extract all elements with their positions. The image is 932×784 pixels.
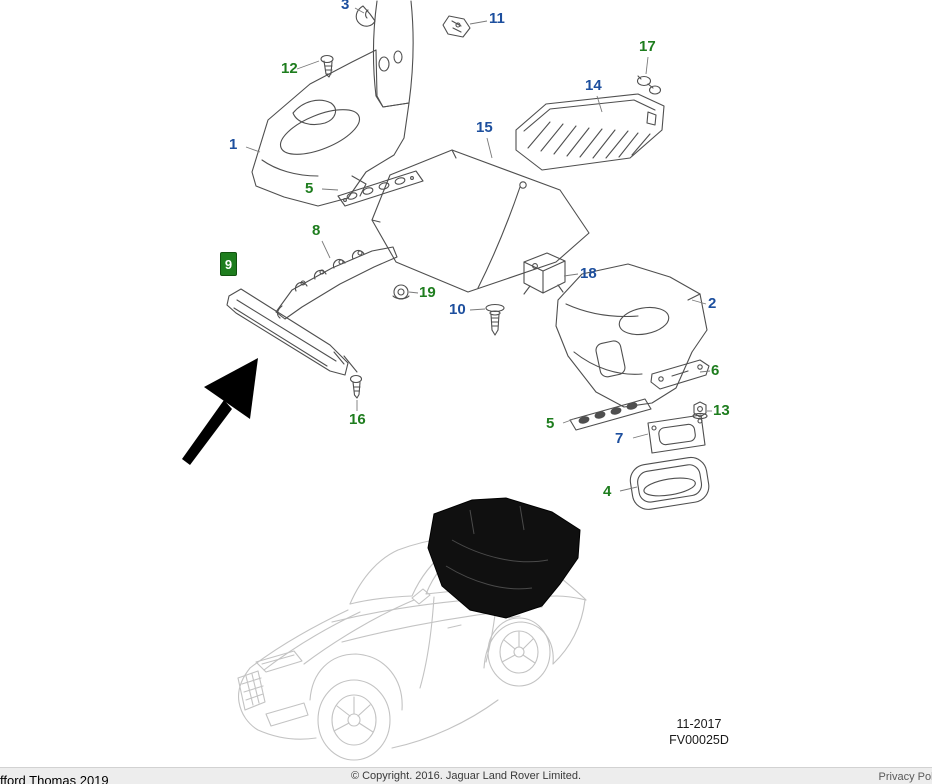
part-7-plate-art (647, 414, 706, 454)
callout-leader-lines (245, 7, 712, 492)
finisher-panel-art (226, 288, 349, 376)
callout-3[interactable]: 3 (341, 0, 350, 13)
callout-6[interactable]: 6 (711, 362, 720, 379)
part-5-left-bracket-art (337, 170, 424, 207)
callout-10[interactable]: 10 (449, 301, 466, 318)
callout-5[interactable]: 5 (305, 180, 314, 197)
callout-14[interactable]: 14 (585, 77, 602, 94)
pointer-arrow (182, 358, 258, 465)
part-8-sill-assembly-art (275, 246, 398, 320)
part-2-quarter-trim-art (555, 263, 708, 408)
callout-1[interactable]: 1 (229, 136, 238, 153)
part-15-floor-mat-art (371, 149, 590, 293)
callout-2[interactable]: 2 (708, 295, 717, 312)
callout-8[interactable]: 8 (312, 222, 321, 239)
part-4-storage-tray-art (629, 456, 710, 510)
callout-4[interactable]: 4 (603, 483, 612, 500)
watermark-text: fford Thomas 2019 (0, 773, 109, 784)
part-18-bracket-art (523, 252, 566, 295)
copyright-bar: © Copyright. 2016. Jaguar Land Rover Lim… (0, 767, 932, 784)
selected-part-badge[interactable]: 9 (220, 252, 237, 276)
copyright-text: © Copyright. 2016. Jaguar Land Rover Lim… (350, 770, 582, 782)
callout-12[interactable]: 12 (281, 60, 298, 77)
highlighted-floor-panel-art (427, 497, 581, 619)
part-16-screw-art (343, 355, 363, 399)
part-19-grommet-art (392, 284, 410, 300)
part-6-bracket-art (650, 359, 710, 390)
callout-5[interactable]: 5 (546, 415, 555, 432)
part-14-rear-sill-trim-art (515, 93, 665, 171)
callout-16[interactable]: 16 (349, 411, 366, 428)
callout-17[interactable]: 17 (639, 38, 656, 55)
callout-7[interactable]: 7 (615, 430, 624, 447)
callout-15[interactable]: 15 (476, 119, 493, 136)
callout-13[interactable]: 13 (713, 402, 730, 419)
figure-date: 11-2017 (676, 717, 722, 731)
callout-19[interactable]: 19 (419, 284, 436, 301)
figure-info: 11-2017 FV00025D (660, 716, 738, 749)
part-3-pillar-trim-art (355, 0, 414, 108)
part-1-quarter-trim-art (251, 49, 410, 207)
privacy-policy-link[interactable]: Privacy Poli (878, 771, 932, 783)
part-17-clip-art (636, 75, 662, 95)
part-11-clip-art (442, 15, 471, 38)
figure-code: FV00025D (669, 733, 729, 748)
callout-18[interactable]: 18 (580, 265, 597, 282)
callout-11[interactable]: 11 (489, 10, 505, 27)
part-10-push-pin-art (485, 303, 505, 336)
part-12-screw-art (320, 54, 334, 78)
part-5-right-bracket-art (569, 398, 652, 431)
